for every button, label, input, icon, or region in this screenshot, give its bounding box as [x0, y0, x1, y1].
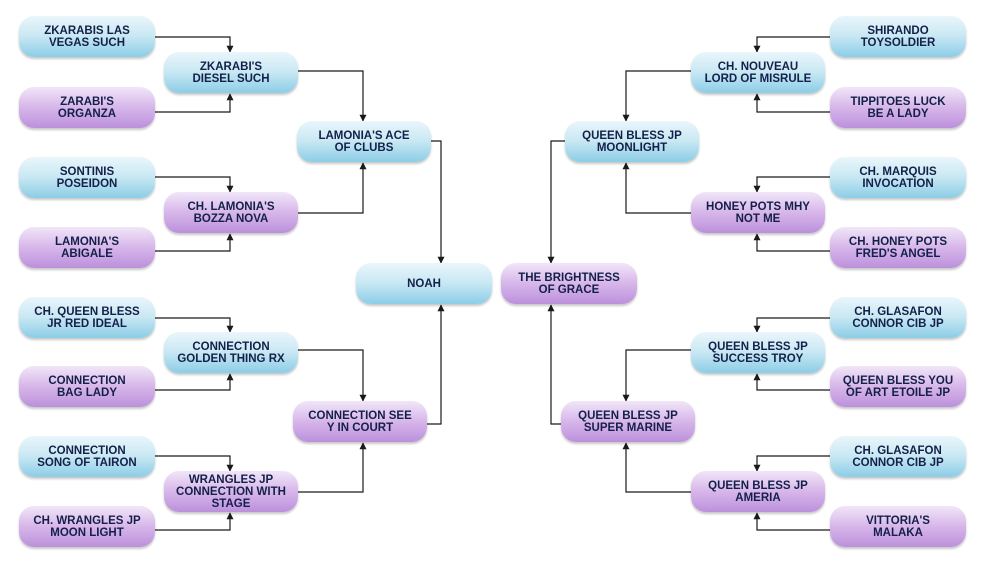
left-grandparent-1: ZKARABI'S DIESEL SUCH [164, 52, 298, 93]
connector [155, 233, 234, 252]
connector [753, 373, 830, 391]
left-parent-dam: CONNECTION SEE Y IN COURT [293, 401, 427, 442]
right-grandparent-4: QUEEN BLESS JP AMERIA [691, 471, 825, 512]
right-ancestor-1: SHIRANDO TOYSOLDIER [830, 16, 966, 57]
right-ancestor-2: TIPPITOES LUCK BE A LADY [830, 87, 966, 128]
left-ancestor-8: CH. WRANGLES JP MOON LIGHT [19, 506, 155, 547]
right-parent-sire: QUEEN BLESS JP MOONLIGHT [565, 121, 699, 162]
left-ancestor-4: LAMONIA'S ABIGALE [19, 227, 155, 268]
connector [427, 304, 445, 425]
dam-node: THE BRIGHTNESS OF GRACE [501, 263, 637, 304]
connector [155, 512, 234, 531]
connector [155, 317, 234, 333]
connector [622, 442, 691, 493]
connector [753, 176, 830, 193]
connector [155, 93, 234, 113]
left-grandparent-3: CONNECTION GOLDEN THING RX [164, 332, 298, 373]
right-grandparent-2: HONEY POTS MHY NOT ME [691, 192, 825, 233]
connector [753, 233, 830, 252]
connector [753, 455, 830, 472]
connector [298, 70, 367, 122]
left-parent-sire: LAMONIA'S ACE OF CLUBS [297, 121, 431, 162]
connector [431, 140, 445, 264]
left-ancestor-7: CONNECTION SONG OF TAIRON [19, 436, 155, 477]
connector [753, 93, 830, 113]
connector [298, 442, 367, 493]
right-ancestor-7: CH. GLASAFON CONNOR CIB JP [830, 436, 966, 477]
sire-node: NOAH [356, 263, 492, 304]
right-ancestor-8: VITTORIA'S MALAKA [830, 506, 966, 547]
connector [622, 70, 691, 122]
left-grandparent-4: WRANGLES JP CONNECTION WITH STAGE [164, 471, 298, 512]
connector [547, 140, 565, 264]
left-ancestor-2: ZARABI'S ORGANZA [19, 87, 155, 128]
right-grandparent-3: QUEEN BLESS JP SUCCESS TROY [691, 332, 825, 373]
connector [622, 349, 691, 402]
connector [155, 373, 234, 391]
connector [155, 455, 234, 472]
connector [298, 349, 367, 402]
right-parent-dam: QUEEN BLESS JP SUPER MARINE [561, 401, 695, 442]
connector [753, 512, 830, 531]
connector [155, 176, 234, 193]
left-ancestor-3: SONTINIS POSEIDON [19, 157, 155, 198]
right-ancestor-5: CH. GLASAFON CONNOR CIB JP [830, 297, 966, 338]
left-ancestor-1: ZKARABIS LAS VEGAS SUCH [19, 16, 155, 57]
connector [753, 317, 830, 333]
connector [155, 36, 234, 53]
connector [547, 304, 561, 425]
right-grandparent-1: CH. NOUVEAU LORD OF MISRULE [691, 52, 825, 93]
left-ancestor-6: CONNECTION BAG LADY [19, 366, 155, 407]
right-ancestor-4: CH. HONEY POTS FRED'S ANGEL [830, 227, 966, 268]
right-ancestor-3: CH. MARQUIS INVOCATION [830, 157, 966, 198]
connector [622, 162, 691, 214]
right-ancestor-6: QUEEN BLESS YOU OF ART ETOILE JP [830, 366, 966, 407]
left-grandparent-2: CH. LAMONIA'S BOZZA NOVA [164, 192, 298, 233]
connector [753, 36, 830, 53]
connector [298, 162, 367, 214]
left-ancestor-5: CH. QUEEN BLESS JR RED IDEAL [19, 297, 155, 338]
